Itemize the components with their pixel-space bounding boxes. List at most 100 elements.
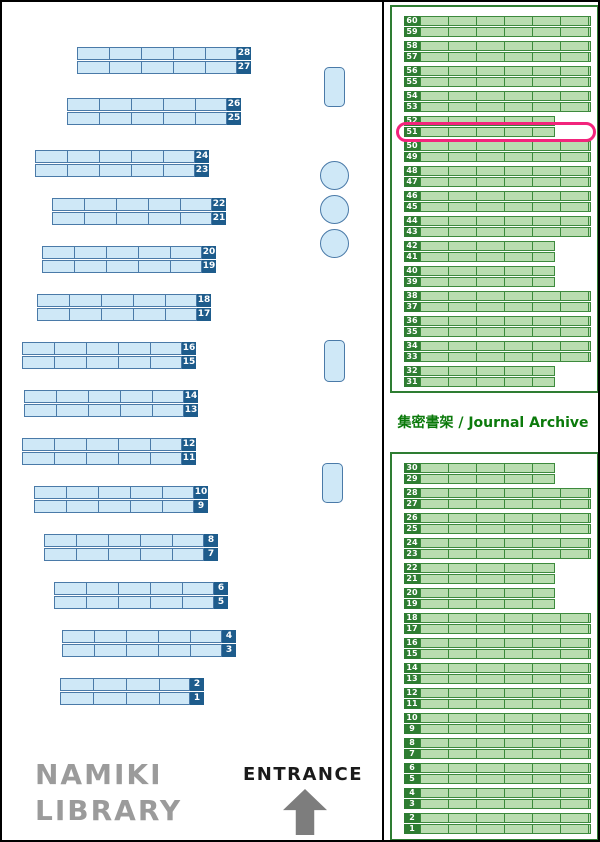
archive-shelf-11: 11 — [404, 699, 597, 709]
archive-shelf-bar — [420, 27, 591, 37]
archive-shelf-number-badge: 32 — [404, 366, 420, 376]
archive-shelf-bar — [420, 688, 591, 698]
bookshelf-15: 15 — [22, 356, 196, 369]
archive-shelf-bar — [420, 763, 591, 773]
archive-shelf-22: 22 — [404, 563, 597, 573]
archive-shelf-bar — [420, 549, 591, 559]
archive-shelf-number-badge: 7 — [404, 749, 420, 759]
archive-shelf-bar — [420, 166, 591, 176]
archive-shelf-number-badge: 6 — [404, 763, 420, 773]
bookshelf-number-badge: 18 — [197, 294, 211, 307]
archive-shelf-36: 36 — [404, 316, 597, 326]
archive-shelf-number-badge: 1 — [404, 824, 420, 834]
archive-shelf-bar — [420, 252, 555, 262]
archive-shelf-number-badge: 35 — [404, 327, 420, 337]
archive-shelf-number-badge: 30 — [404, 463, 420, 473]
bookshelf-16: 16 — [22, 342, 196, 355]
archive-shelf-21: 21 — [404, 574, 597, 584]
archive-shelf-number-badge: 15 — [404, 649, 420, 659]
bookshelf-number-badge: 24 — [195, 150, 209, 163]
archive-shelf-3: 3 — [404, 799, 597, 809]
archive-shelf-number-badge: 29 — [404, 474, 420, 484]
archive-shelf-bar — [420, 713, 591, 723]
archive-shelf-19: 19 — [404, 599, 597, 609]
bookshelf-24: 24 — [35, 150, 209, 163]
archive-shelf-7: 7 — [404, 749, 597, 759]
archive-shelf-bar — [420, 474, 555, 484]
archive-shelf-34: 34 — [404, 341, 597, 351]
archive-shelf-bar — [420, 16, 591, 26]
archive-shelf-number-badge: 13 — [404, 674, 420, 684]
archive-shelf-51: 51 — [396, 122, 597, 142]
bookshelf-number-badge: 28 — [237, 47, 251, 60]
archive-shelf-bar — [420, 738, 591, 748]
archive-shelf-6: 6 — [404, 763, 597, 773]
bookshelf-8: 8 — [44, 534, 218, 547]
bookshelf-bar — [67, 98, 227, 111]
archive-shelf-bar — [420, 538, 591, 548]
archive-shelf-bar — [420, 277, 555, 287]
archive-shelf-35: 35 — [404, 327, 597, 337]
archive-shelf-number-badge: 3 — [404, 799, 420, 809]
archive-shelf-number-badge: 27 — [404, 499, 420, 509]
archive-shelf-number-badge: 44 — [404, 216, 420, 226]
archive-shelf-57: 57 — [404, 52, 597, 62]
archive-shelf-40: 40 — [404, 266, 597, 276]
archive-shelf-number-badge: 47 — [404, 177, 420, 187]
archive-shelf-32: 32 — [404, 366, 597, 376]
bookshelf-bar — [34, 486, 194, 499]
pillar-5 — [324, 340, 345, 382]
bookshelf-5: 5 — [54, 596, 228, 609]
archive-shelf-45: 45 — [404, 202, 597, 212]
archive-shelf-bar — [420, 302, 591, 312]
pillar-1 — [324, 67, 345, 107]
bookshelf-bar — [77, 61, 237, 74]
bookshelf-19: 19 — [42, 260, 216, 273]
bookshelf-number-badge: 6 — [214, 582, 228, 595]
archive-shelf-50: 50 — [404, 141, 597, 151]
archive-shelf-number-badge: 40 — [404, 266, 420, 276]
bookshelf-number-badge: 20 — [202, 246, 216, 259]
bookshelf-7: 7 — [44, 548, 218, 561]
bookshelf-bar — [22, 438, 182, 451]
bookshelf-bar — [62, 630, 222, 643]
archive-shelf-52: 52 — [404, 116, 597, 126]
bookshelf-bar — [22, 342, 182, 355]
archive-shelf-55: 55 — [404, 77, 597, 87]
archive-shelf-bar — [420, 152, 591, 162]
archive-shelf-number-badge: 8 — [404, 738, 420, 748]
bookshelf-number-badge: 3 — [222, 644, 236, 657]
archive-shelf-33: 33 — [404, 352, 597, 362]
archive-shelf-bar — [420, 513, 591, 523]
archive-shelf-17: 17 — [404, 624, 597, 634]
bookshelf-bar — [34, 500, 194, 513]
archive-shelf-39: 39 — [404, 277, 597, 287]
archive-shelf-number-badge: 26 — [404, 513, 420, 523]
archive-shelf-number-badge: 11 — [404, 699, 420, 709]
bookshelf-20: 20 — [42, 246, 216, 259]
archive-shelf-47: 47 — [404, 177, 597, 187]
archive-shelf-1: 1 — [404, 824, 597, 834]
archive-shelf-number-badge: 25 — [404, 524, 420, 534]
bookshelf-number-badge: 16 — [182, 342, 196, 355]
archive-shelf-bar — [420, 463, 555, 473]
archive-shelf-bar — [420, 316, 591, 326]
journal-archive-caption: 集密書架 / Journal Archive — [397, 415, 589, 431]
archive-shelf-58: 58 — [404, 41, 597, 51]
archive-shelf-bar — [420, 127, 555, 137]
archive-shelf-56: 56 — [404, 66, 597, 76]
archive-shelf-number-badge: 36 — [404, 316, 420, 326]
archive-shelf-12: 12 — [404, 688, 597, 698]
archive-shelf-number-badge: 48 — [404, 166, 420, 176]
archive-shelf-14: 14 — [404, 663, 597, 673]
archive-shelf-41: 41 — [404, 252, 597, 262]
archive-shelf-bar — [420, 216, 591, 226]
archive-shelf-bar — [420, 499, 591, 509]
